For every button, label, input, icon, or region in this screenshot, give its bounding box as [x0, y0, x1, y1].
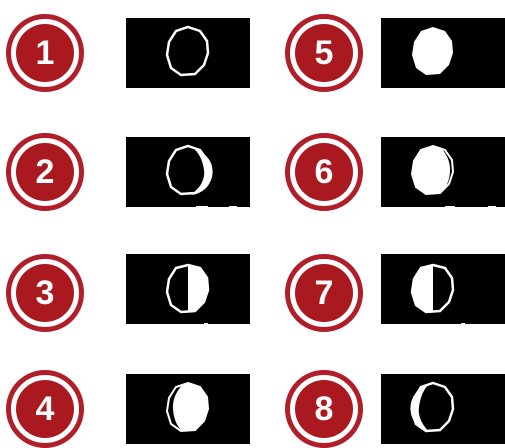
step-number-badge: 7: [285, 254, 363, 332]
step-number-badge: 1: [6, 14, 84, 92]
moon-phase-panel-waning-gibbous: [381, 137, 505, 207]
step-number-badge: 2: [6, 133, 84, 211]
last-quarter-moon-icon: [381, 254, 505, 324]
step-number-badge: 3: [6, 254, 84, 332]
waxing-gibbous-moon-icon: [126, 374, 250, 444]
step-number: 5: [295, 24, 353, 82]
step-number: 3: [16, 264, 74, 322]
step-number: 8: [295, 380, 353, 438]
step-number-badge: 8: [285, 370, 363, 448]
first-quarter-moon-icon: [126, 254, 250, 324]
waxing-crescent-moon-icon: [126, 137, 250, 207]
step-number: 6: [295, 143, 353, 201]
moon-phase-panel-full-moon: [381, 18, 505, 88]
moon-phase-panel-waxing-gibbous: [126, 374, 250, 444]
step-number-badge: 4: [6, 370, 84, 448]
step-number: 2: [16, 143, 74, 201]
new-moon-icon: [126, 18, 250, 88]
step-number: 1: [16, 24, 74, 82]
moon-phase-panel-waxing-crescent: [126, 137, 250, 207]
moon-phase-panel-waning-crescent: [381, 374, 505, 444]
waning-crescent-moon-icon: [381, 374, 505, 444]
moon-phase-panel-new-moon: [126, 18, 250, 88]
step-number-badge: 6: [285, 133, 363, 211]
waning-gibbous-moon-icon: [381, 137, 505, 207]
step-number: 4: [16, 380, 74, 438]
moon-phase-panel-first-quarter: [126, 254, 250, 324]
step-number-badge: 5: [285, 14, 363, 92]
full-moon-icon: [381, 18, 505, 88]
step-number: 7: [295, 264, 353, 322]
moon-phase-panel-last-quarter: [381, 254, 505, 324]
